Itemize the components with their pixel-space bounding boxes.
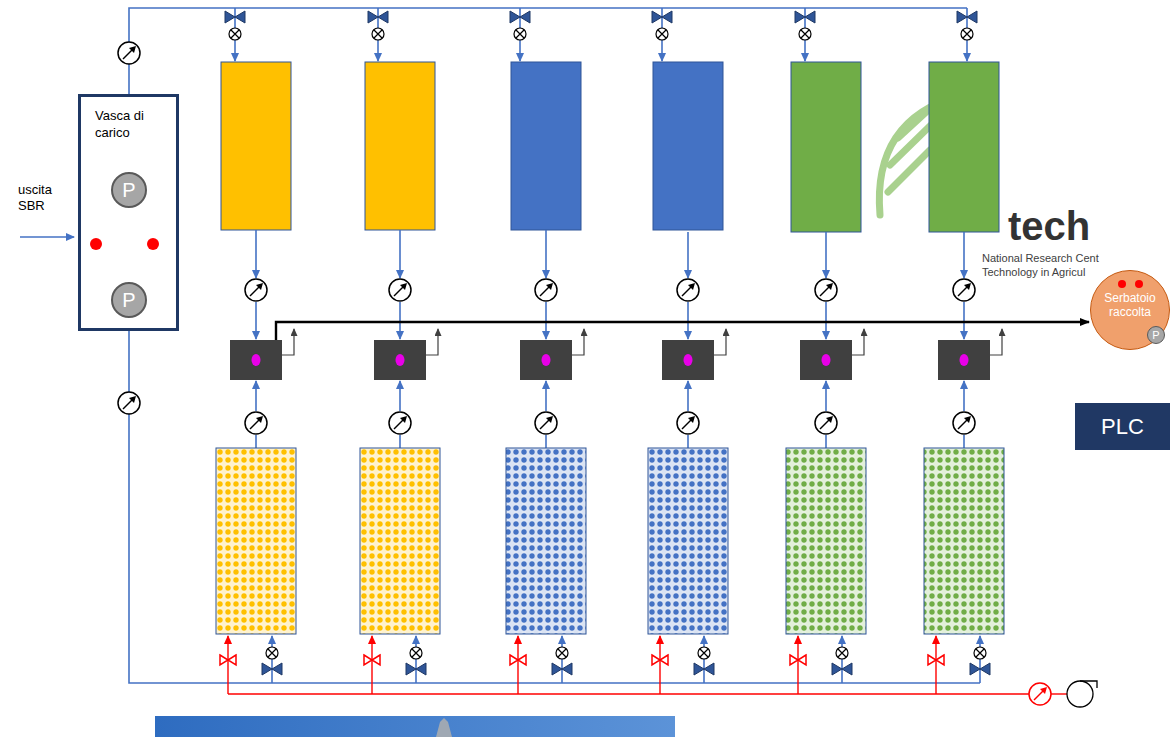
input-label: uscita SBR [18,182,64,214]
feed-pipe [20,8,980,683]
pressure-gauge [118,42,140,64]
photo-strip [155,716,675,737]
indicator-dot [1118,280,1126,288]
indicator-dot [90,238,102,250]
valve-symbol [262,647,990,675]
node-text: Serbatoio raccolta [1091,291,1169,319]
air-gauge [1029,683,1051,705]
node-text: P [122,180,135,200]
indicator-dot [1135,280,1143,288]
sensor-box [230,340,990,380]
indicator-dot [147,238,159,250]
filter-column [221,62,999,232]
collection-pipe [276,322,1089,340]
node-text: P [1152,330,1159,341]
logo-watermark: Technology in Agricul [982,266,1112,279]
logo-watermark: National Research Cent [982,252,1112,265]
plc-box: PLC [1075,403,1170,450]
logo-watermark: tech [1008,204,1128,248]
node-text: Vasca di carico [95,107,167,141]
node-text: PLC [1101,415,1144,439]
node-text: P [122,290,135,310]
pressure-gauge [118,392,140,414]
pump-symbol: P [1147,326,1165,344]
air-valve [220,655,944,665]
top-inlet [235,8,967,61]
blower-symbol [1067,681,1097,707]
air-pipe [228,636,1067,694]
valve-symbol [225,11,977,40]
pressure-gauge [245,279,975,434]
column-pipe [256,230,964,448]
collection-tank: Serbatoio raccoltaP [1090,270,1170,350]
feed-tank: Vasca di caricoP P [78,94,179,331]
pump-symbol: P [111,282,147,318]
bottom-inlet [272,636,980,683]
pump-symbol: P [111,172,147,208]
packed-column [216,448,1004,634]
